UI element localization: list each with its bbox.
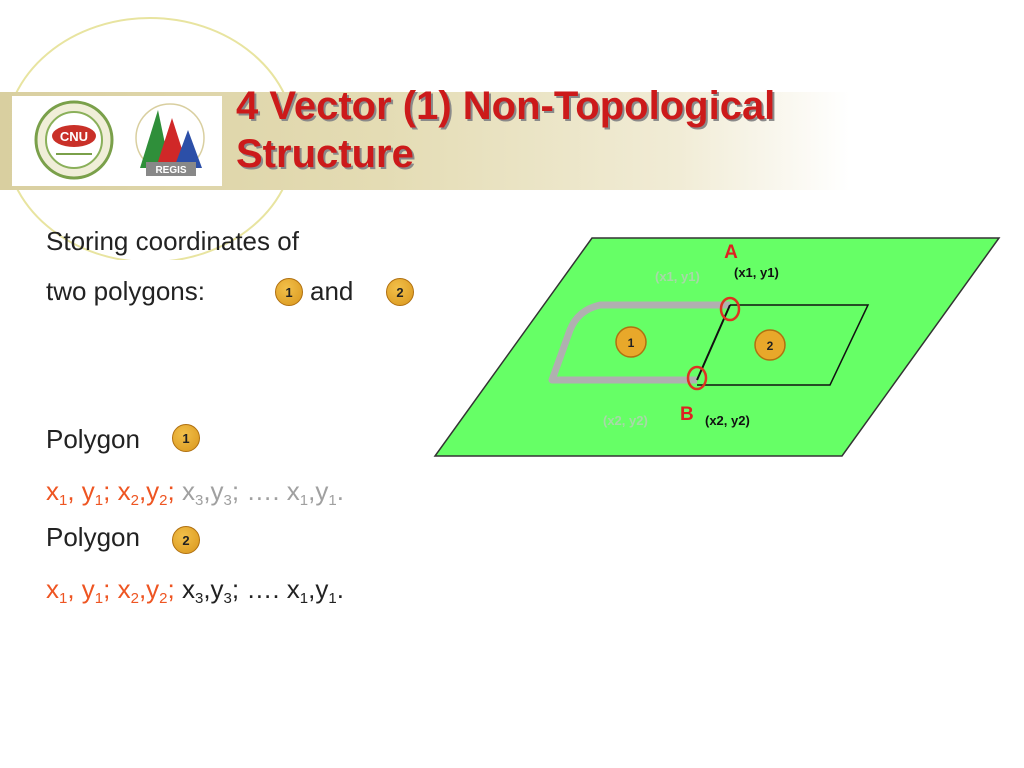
point-b-label: B	[680, 404, 694, 425]
green-plane	[433, 237, 1001, 457]
intro-text: two polygons:	[46, 276, 205, 306]
svg-text:REGIS: REGIS	[155, 165, 186, 176]
cnu-logo-icon: CNU REGIS	[34, 100, 205, 180]
polygon-2-outline	[697, 304, 870, 386]
diagram-polygon-1-badge	[615, 326, 647, 358]
polygon-1-coords: x1, y1; x2,y2; x3,y3; …. x1,y1.	[46, 476, 344, 509]
diagram-polygon-2-label: 2	[767, 339, 774, 353]
point-a-label: A	[724, 242, 738, 263]
title-line-2: Structure	[236, 132, 414, 176]
polygon-2-label: Polygon	[46, 522, 140, 552]
intro-line-1: Storing coordinates of	[46, 226, 299, 256]
diagram-polygon-2-badge	[754, 329, 786, 361]
polygon-2-label-badge: 2	[172, 526, 200, 554]
polygon-1-outline	[548, 301, 730, 384]
intro-and: and	[310, 276, 354, 306]
regis-logo-icon: REGIS	[135, 103, 205, 176]
point-b-coord: (x2, y2)	[705, 413, 750, 428]
logo-area: CNU REGIS	[12, 96, 222, 186]
polygon-1-badge: 1	[275, 278, 303, 306]
polygon-2-badge: 2	[386, 278, 414, 306]
point-a-ghost-coord: (x1, y1)	[655, 269, 700, 284]
polygon-1-label: Polygon	[46, 424, 140, 454]
title-line-1: 4 Vector (1) Non-Topological	[236, 84, 776, 128]
node-b-circle	[686, 365, 708, 391]
diagram-polygon-1-label: 1	[628, 336, 635, 350]
polygon-1-label-badge: 1	[172, 424, 200, 452]
polygon-2-coords: x1, y1; x2,y2; x3,y3; …. x1,y1.	[46, 574, 344, 607]
point-a-coord: (x1, y1)	[734, 265, 779, 280]
slide-title: 4 Vector (1) Non-Topological Structure	[236, 82, 775, 178]
svg-text:CNU: CNU	[60, 129, 88, 144]
point-b-ghost-coord: (x2, y2)	[603, 413, 648, 428]
intro-line-2: two polygons:	[46, 276, 205, 306]
node-a-circle	[719, 296, 741, 322]
